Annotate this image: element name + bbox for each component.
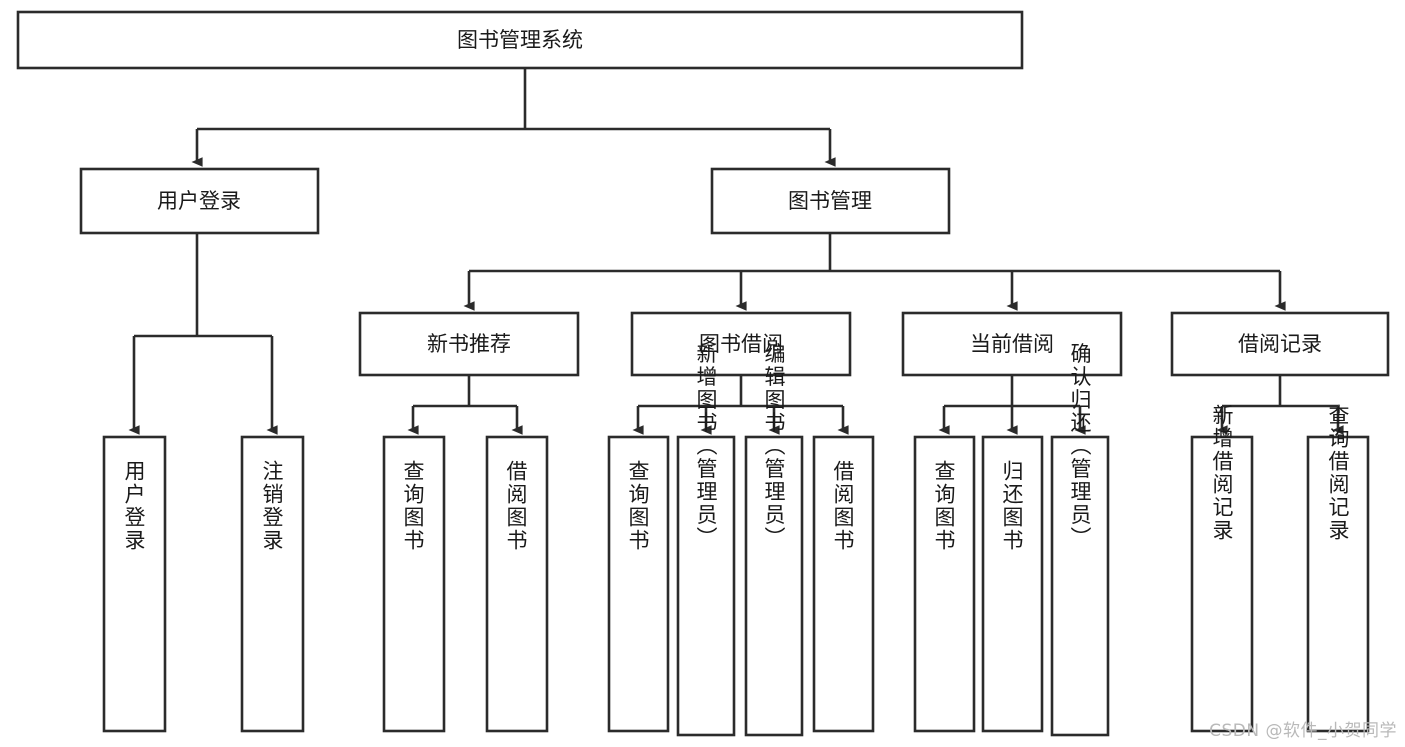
node-user-login-label: 用户登录 [157, 189, 241, 213]
node-leaf-return-book-label: 归还图书 [1000, 460, 1024, 552]
node-borrow-record-label: 借阅记录 [1238, 332, 1322, 356]
node-leaf-logout-login[interactable]: 注销登录 [240, 435, 305, 733]
node-leaf-query-book-2-label: 查询图书 [626, 460, 650, 552]
node-current-borrow-label: 当前借阅 [970, 332, 1054, 356]
node-borrow-record[interactable]: 借阅记录 [1170, 311, 1390, 377]
node-leaf-logout-login-label: 注销登录 [260, 460, 284, 552]
node-leaf-query-record-label: 查询借阅记录 [1326, 404, 1350, 542]
edge-layer [128, 68, 1344, 435]
node-new-book-recommend-label: 新书推荐 [427, 332, 511, 356]
node-leaf-return-book[interactable]: 归还图书 [981, 435, 1044, 733]
node-leaf-query-record[interactable]: 查询借阅记录 [1306, 404, 1370, 733]
node-root-label: 图书管理系统 [457, 28, 583, 52]
node-new-book-recommend[interactable]: 新书推荐 [358, 311, 580, 377]
node-book-borrow[interactable]: 图书借阅 [630, 311, 852, 377]
node-leaf-add-record-label: 新增借阅记录 [1210, 404, 1234, 542]
node-leaf-borrow-book-2-label: 借阅图书 [831, 460, 855, 552]
csdn-watermark: CSDN @软件_小贺同学 [1209, 721, 1397, 741]
node-leaf-edit-book-label: 编辑图书（管理员） [762, 343, 786, 550]
node-leaf-query-book-3[interactable]: 查询图书 [913, 435, 976, 733]
node-leaf-query-book-3-label: 查询图书 [932, 460, 956, 552]
node-leaf-user-login-label: 用户登录 [122, 460, 146, 552]
node-leaf-add-record[interactable]: 新增借阅记录 [1190, 404, 1254, 733]
node-leaf-confirm-return-label: 确认归还（管理员） [1068, 343, 1092, 550]
node-leaf-query-book-2[interactable]: 查询图书 [607, 435, 670, 733]
node-leaf-borrow-book-2[interactable]: 借阅图书 [812, 435, 875, 733]
node-leaf-edit-book[interactable]: 编辑图书（管理员） [744, 343, 804, 737]
node-root[interactable]: 图书管理系统 [16, 10, 1024, 70]
node-leaf-borrow-book-1-label: 借阅图书 [504, 460, 528, 552]
node-leaf-query-book-1[interactable]: 查询图书 [382, 435, 446, 733]
node-leaf-add-book[interactable]: 新增图书（管理员） [676, 343, 736, 737]
node-user-login[interactable]: 用户登录 [79, 167, 320, 235]
node-leaf-user-login[interactable]: 用户登录 [102, 435, 167, 733]
node-leaf-borrow-book-1[interactable]: 借阅图书 [485, 435, 549, 733]
node-book-management-label: 图书管理 [788, 189, 872, 213]
node-leaf-confirm-return[interactable]: 确认归还（管理员） [1050, 343, 1110, 737]
node-leaf-add-book-label: 新增图书（管理员） [694, 343, 718, 550]
node-current-borrow[interactable]: 当前借阅 [901, 311, 1123, 377]
node-leaf-query-book-1-label: 查询图书 [401, 460, 425, 552]
node-book-management[interactable]: 图书管理 [710, 167, 951, 235]
node-book-borrow-label: 图书借阅 [699, 332, 783, 356]
